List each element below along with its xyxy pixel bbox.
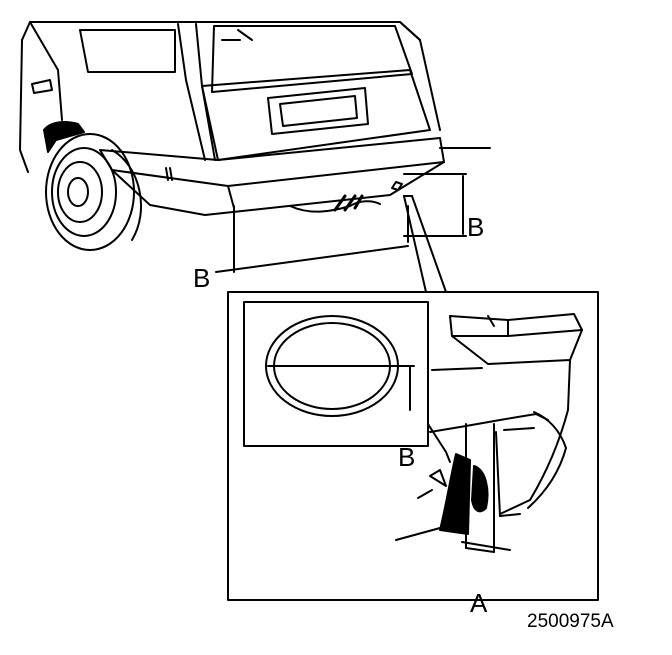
callout-b-right: B <box>467 212 485 242</box>
dimension-b-left <box>215 205 409 273</box>
tailgate <box>201 69 431 161</box>
dimension-a <box>465 547 495 553</box>
door-handle <box>31 79 53 94</box>
detail-bumper-corner <box>395 313 583 553</box>
dimension-b-right <box>403 173 467 237</box>
detail-leader-lines <box>391 181 447 293</box>
magnified-frame <box>243 301 429 447</box>
rear-window <box>211 25 413 93</box>
rear-bumper <box>99 137 445 187</box>
recess-shadow <box>439 453 471 535</box>
callout-a: A <box>470 588 488 618</box>
side-window <box>79 29 176 73</box>
wheel-arch-shadow <box>43 121 85 153</box>
vehicle-body <box>19 21 491 216</box>
rear-wheel <box>45 133 143 251</box>
detail-inset-frame <box>227 291 599 601</box>
license-plate-recess <box>267 87 369 135</box>
magnified-detail <box>243 301 451 463</box>
figure-number: 2500975A <box>527 611 614 632</box>
callout-b-left: B <box>193 263 211 293</box>
callout-b-inset: B <box>398 442 416 472</box>
